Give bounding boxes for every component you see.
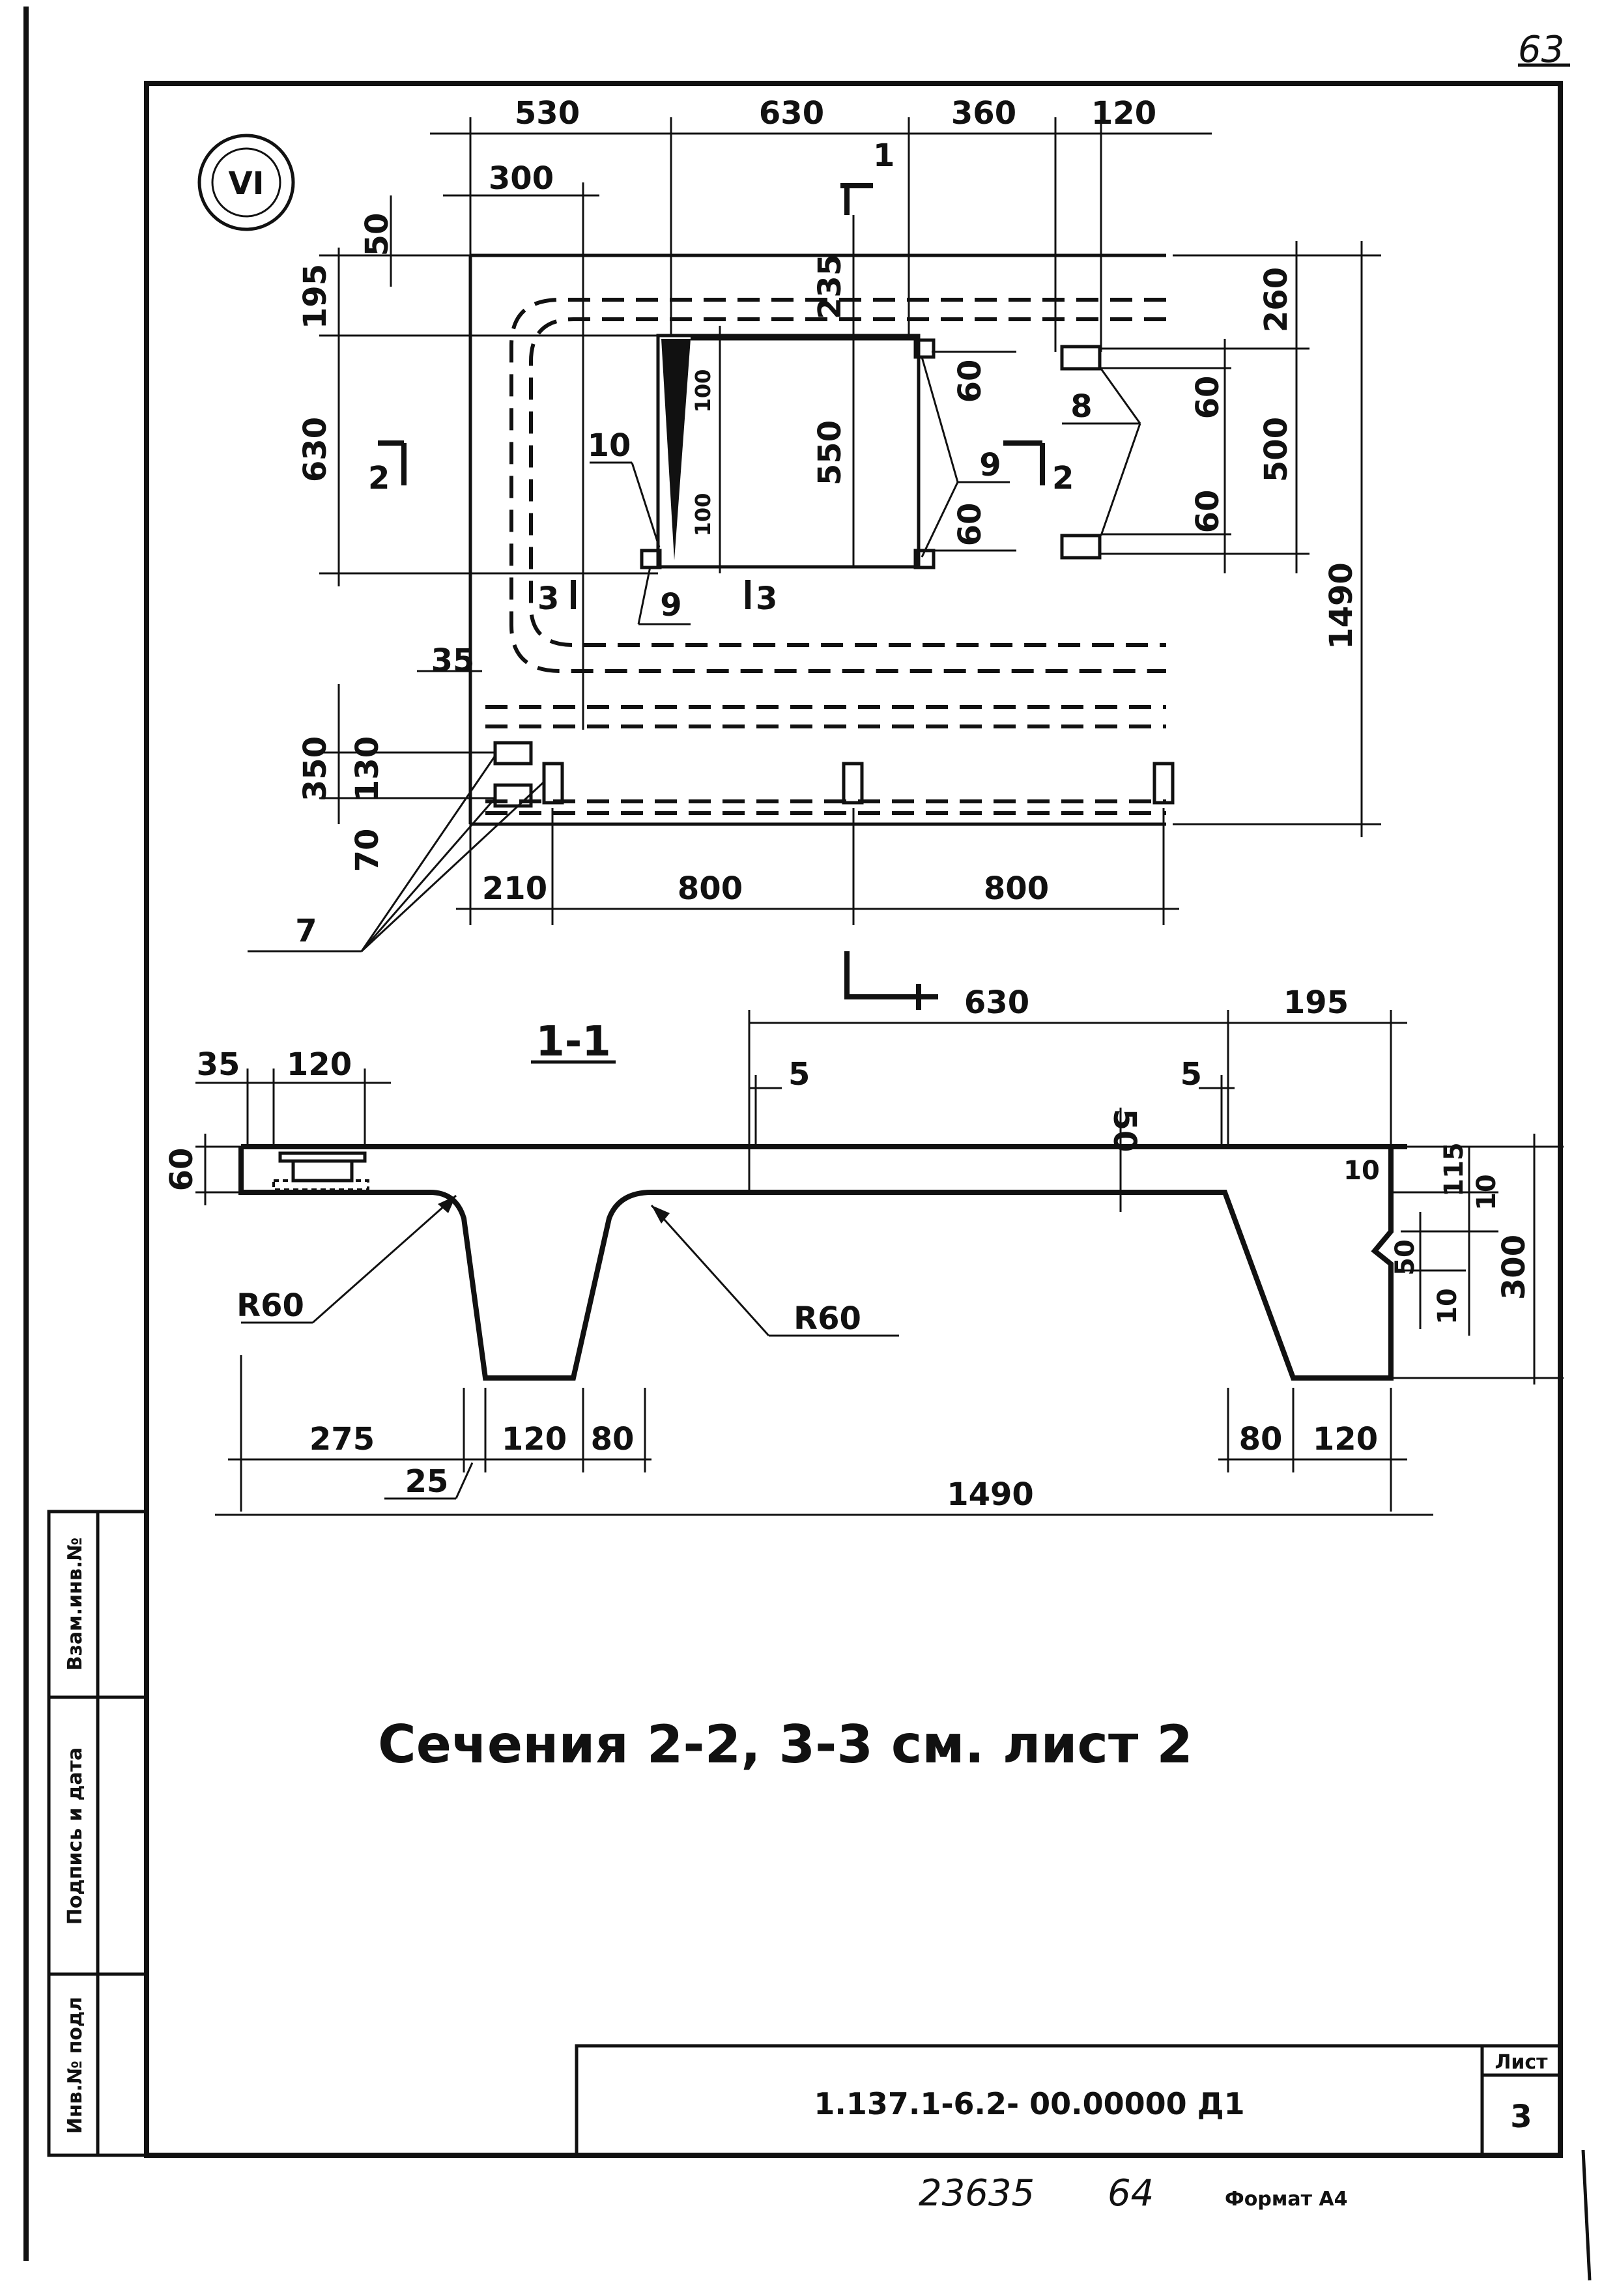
callout-10: 10 <box>588 427 631 464</box>
section-dim-10a: 10 <box>1343 1156 1380 1186</box>
section-title: 1-1 <box>536 1018 611 1066</box>
dim-bottom-800a: 800 <box>678 870 743 907</box>
plan-view: 530 630 360 120 300 50 195 630 35 350 13… <box>248 95 1381 1010</box>
section-dim-10b: 10 <box>1472 1174 1502 1211</box>
callout-8: 8 <box>1070 388 1092 425</box>
page-number: 63 <box>1518 29 1564 71</box>
stamp-orig-inv: Инв.№ подл <box>64 1997 87 2134</box>
radius-left: R60 <box>236 1287 304 1324</box>
sheet-label: Лист <box>1495 2051 1548 2074</box>
section-dim-120-right: 120 <box>1313 1421 1378 1457</box>
dim-mid-60b: 60 <box>952 503 988 547</box>
section-dim-5-right: 5 <box>1181 1056 1202 1093</box>
dim-left-195: 195 <box>297 264 334 329</box>
dim-left-130: 130 <box>349 736 386 801</box>
dim-inner-100a: 100 <box>691 369 715 413</box>
view-marker: VI <box>197 134 295 231</box>
dim-right-260: 260 <box>1258 267 1295 332</box>
section-dim-275: 275 <box>309 1421 375 1457</box>
sheet-number: 3 <box>1510 2099 1532 2135</box>
dim-inner-235: 235 <box>812 254 848 319</box>
dim-top-630: 630 <box>759 95 824 132</box>
section-mark-3-right: 3 <box>756 581 777 617</box>
section-dim-35: 35 <box>197 1046 240 1083</box>
footer-inventory: 23635 <box>919 2172 1035 2215</box>
dim-right-1490: 1490 <box>1323 562 1360 650</box>
dim-left-50: 50 <box>359 213 395 257</box>
footer-page: 64 <box>1108 2172 1154 2215</box>
dim-top-530: 530 <box>515 95 580 132</box>
sections-note: Сечения 2-2, 3-3 см. лист 2 <box>378 1714 1193 1775</box>
section-dim-1490: 1490 <box>947 1476 1034 1513</box>
section-dim-115: 115 <box>1439 1142 1469 1197</box>
section-dim-5-left: 5 <box>788 1056 810 1093</box>
section-dim-25: 25 <box>405 1463 449 1500</box>
callout-9-right: 9 <box>979 447 1001 483</box>
section-dim-120-top: 120 <box>287 1046 352 1083</box>
section-1-1: 1-1 35 120 630 195 5 5 50 60 <box>164 984 1564 1516</box>
dim-mid-60a: 60 <box>952 360 988 403</box>
section-dim-60: 60 <box>164 1148 200 1192</box>
section-dim-50: 50 <box>1106 1109 1143 1153</box>
dim-left-350: 350 <box>297 736 334 801</box>
stamp-replace-inv: Взам.инв.№ <box>64 1538 87 1671</box>
radius-right: R60 <box>794 1300 861 1337</box>
section-dim-80-right: 80 <box>1239 1421 1283 1457</box>
footer-format: Формат А4 <box>1225 2188 1348 2211</box>
dim-inner-100b: 100 <box>691 493 715 537</box>
dim-sub-300: 300 <box>489 160 554 197</box>
dim-top-120: 120 <box>1091 95 1156 132</box>
dim-inner-550: 550 <box>812 420 848 485</box>
dim-bottom-210: 210 <box>482 870 547 907</box>
svg-text:VI: VI <box>228 165 264 202</box>
section-mark-2-right: 2 <box>1052 460 1074 496</box>
dim-right-500: 500 <box>1258 417 1295 482</box>
drawing-code: 1.137.1-6.2- 00.00000 Д1 <box>814 2086 1244 2121</box>
dim-left-630: 630 <box>297 417 334 482</box>
dim-top-360: 360 <box>951 95 1016 132</box>
section-dim-120-bottom: 120 <box>502 1421 567 1457</box>
dim-right-60b: 60 <box>1190 490 1226 534</box>
section-mark-1: 1 <box>873 137 894 174</box>
dim-bottom-800b: 800 <box>984 870 1049 907</box>
section-dim-50-right: 50 <box>1390 1239 1420 1276</box>
side-stamp: Взам.инв.№ Подпись и дата Инв.№ подл <box>47 1510 149 2157</box>
section-dim-10c: 10 <box>1433 1288 1463 1325</box>
dim-right-60a: 60 <box>1190 376 1226 420</box>
section-dim-630: 630 <box>964 984 1029 1021</box>
section-mark-3-left: 3 <box>537 581 559 617</box>
callout-7: 7 <box>295 913 317 949</box>
section-dim-80-left: 80 <box>591 1421 635 1457</box>
dim-left-70: 70 <box>349 829 386 872</box>
title-block: 1.137.1-6.2- 00.00000 Д1 Лист 3 <box>575 2044 1562 2157</box>
dim-left-35: 35 <box>431 642 475 679</box>
stamp-signature-date: Подпись и дата <box>64 1747 87 1925</box>
sheet-frame <box>23 7 1592 2281</box>
callout-9-bottom: 9 <box>660 587 681 624</box>
section-mark-2-left: 2 <box>368 460 390 496</box>
section-dim-300: 300 <box>1496 1235 1532 1300</box>
section-dim-195: 195 <box>1283 984 1349 1021</box>
